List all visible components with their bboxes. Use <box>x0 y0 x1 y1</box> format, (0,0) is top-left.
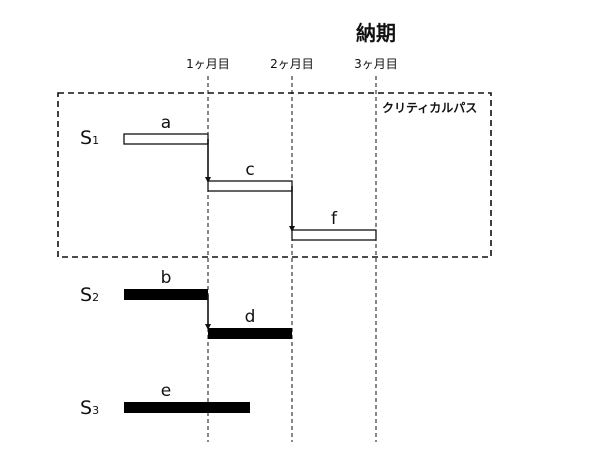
connector-layer <box>205 139 295 330</box>
sequence-label-s3: S3 <box>80 397 99 419</box>
sequence-label-s2: S2 <box>80 284 99 306</box>
sequence-index-s1: 1 <box>92 134 99 147</box>
task-label-d: d <box>245 307 256 327</box>
milestone-label-1: 1ヶ月目 <box>186 57 230 71</box>
deadline-title: 納期 <box>356 21 396 45</box>
sequence-index-s2: 2 <box>92 291 99 304</box>
task-label-f: f <box>331 209 338 229</box>
sequence-index-s3: 3 <box>92 404 99 417</box>
sequence-letter-s2: S <box>80 284 92 306</box>
critical-path-label: クリティカルパス <box>382 101 477 115</box>
sequence-letter-s3: S <box>80 397 92 419</box>
arrowhead-b-d <box>205 324 211 330</box>
task-label-a: a <box>161 113 171 133</box>
task-bar-d <box>208 328 292 339</box>
task-bar-e <box>124 402 250 413</box>
task-label-c: c <box>245 160 254 180</box>
arrowhead-c-f <box>289 226 295 232</box>
milestone-label-3: 3ヶ月目 <box>354 57 398 71</box>
sequence-label-s1: S1 <box>80 127 99 149</box>
task-bar-f <box>291 229 377 241</box>
sequence-labels: S1 S2 S3 <box>80 127 99 419</box>
task-label-b: b <box>161 268 172 288</box>
task-layer: a c f b d e <box>123 113 377 413</box>
milestone-label-2: 2ヶ月目 <box>270 57 314 71</box>
sequence-letter-s1: S <box>80 127 92 149</box>
task-bar-a <box>123 133 209 145</box>
task-bar-c <box>207 180 293 192</box>
arrowhead-a-c <box>205 177 211 183</box>
task-label-e: e <box>161 381 171 401</box>
critical-path-box <box>57 92 492 258</box>
task-bar-b <box>124 289 208 300</box>
